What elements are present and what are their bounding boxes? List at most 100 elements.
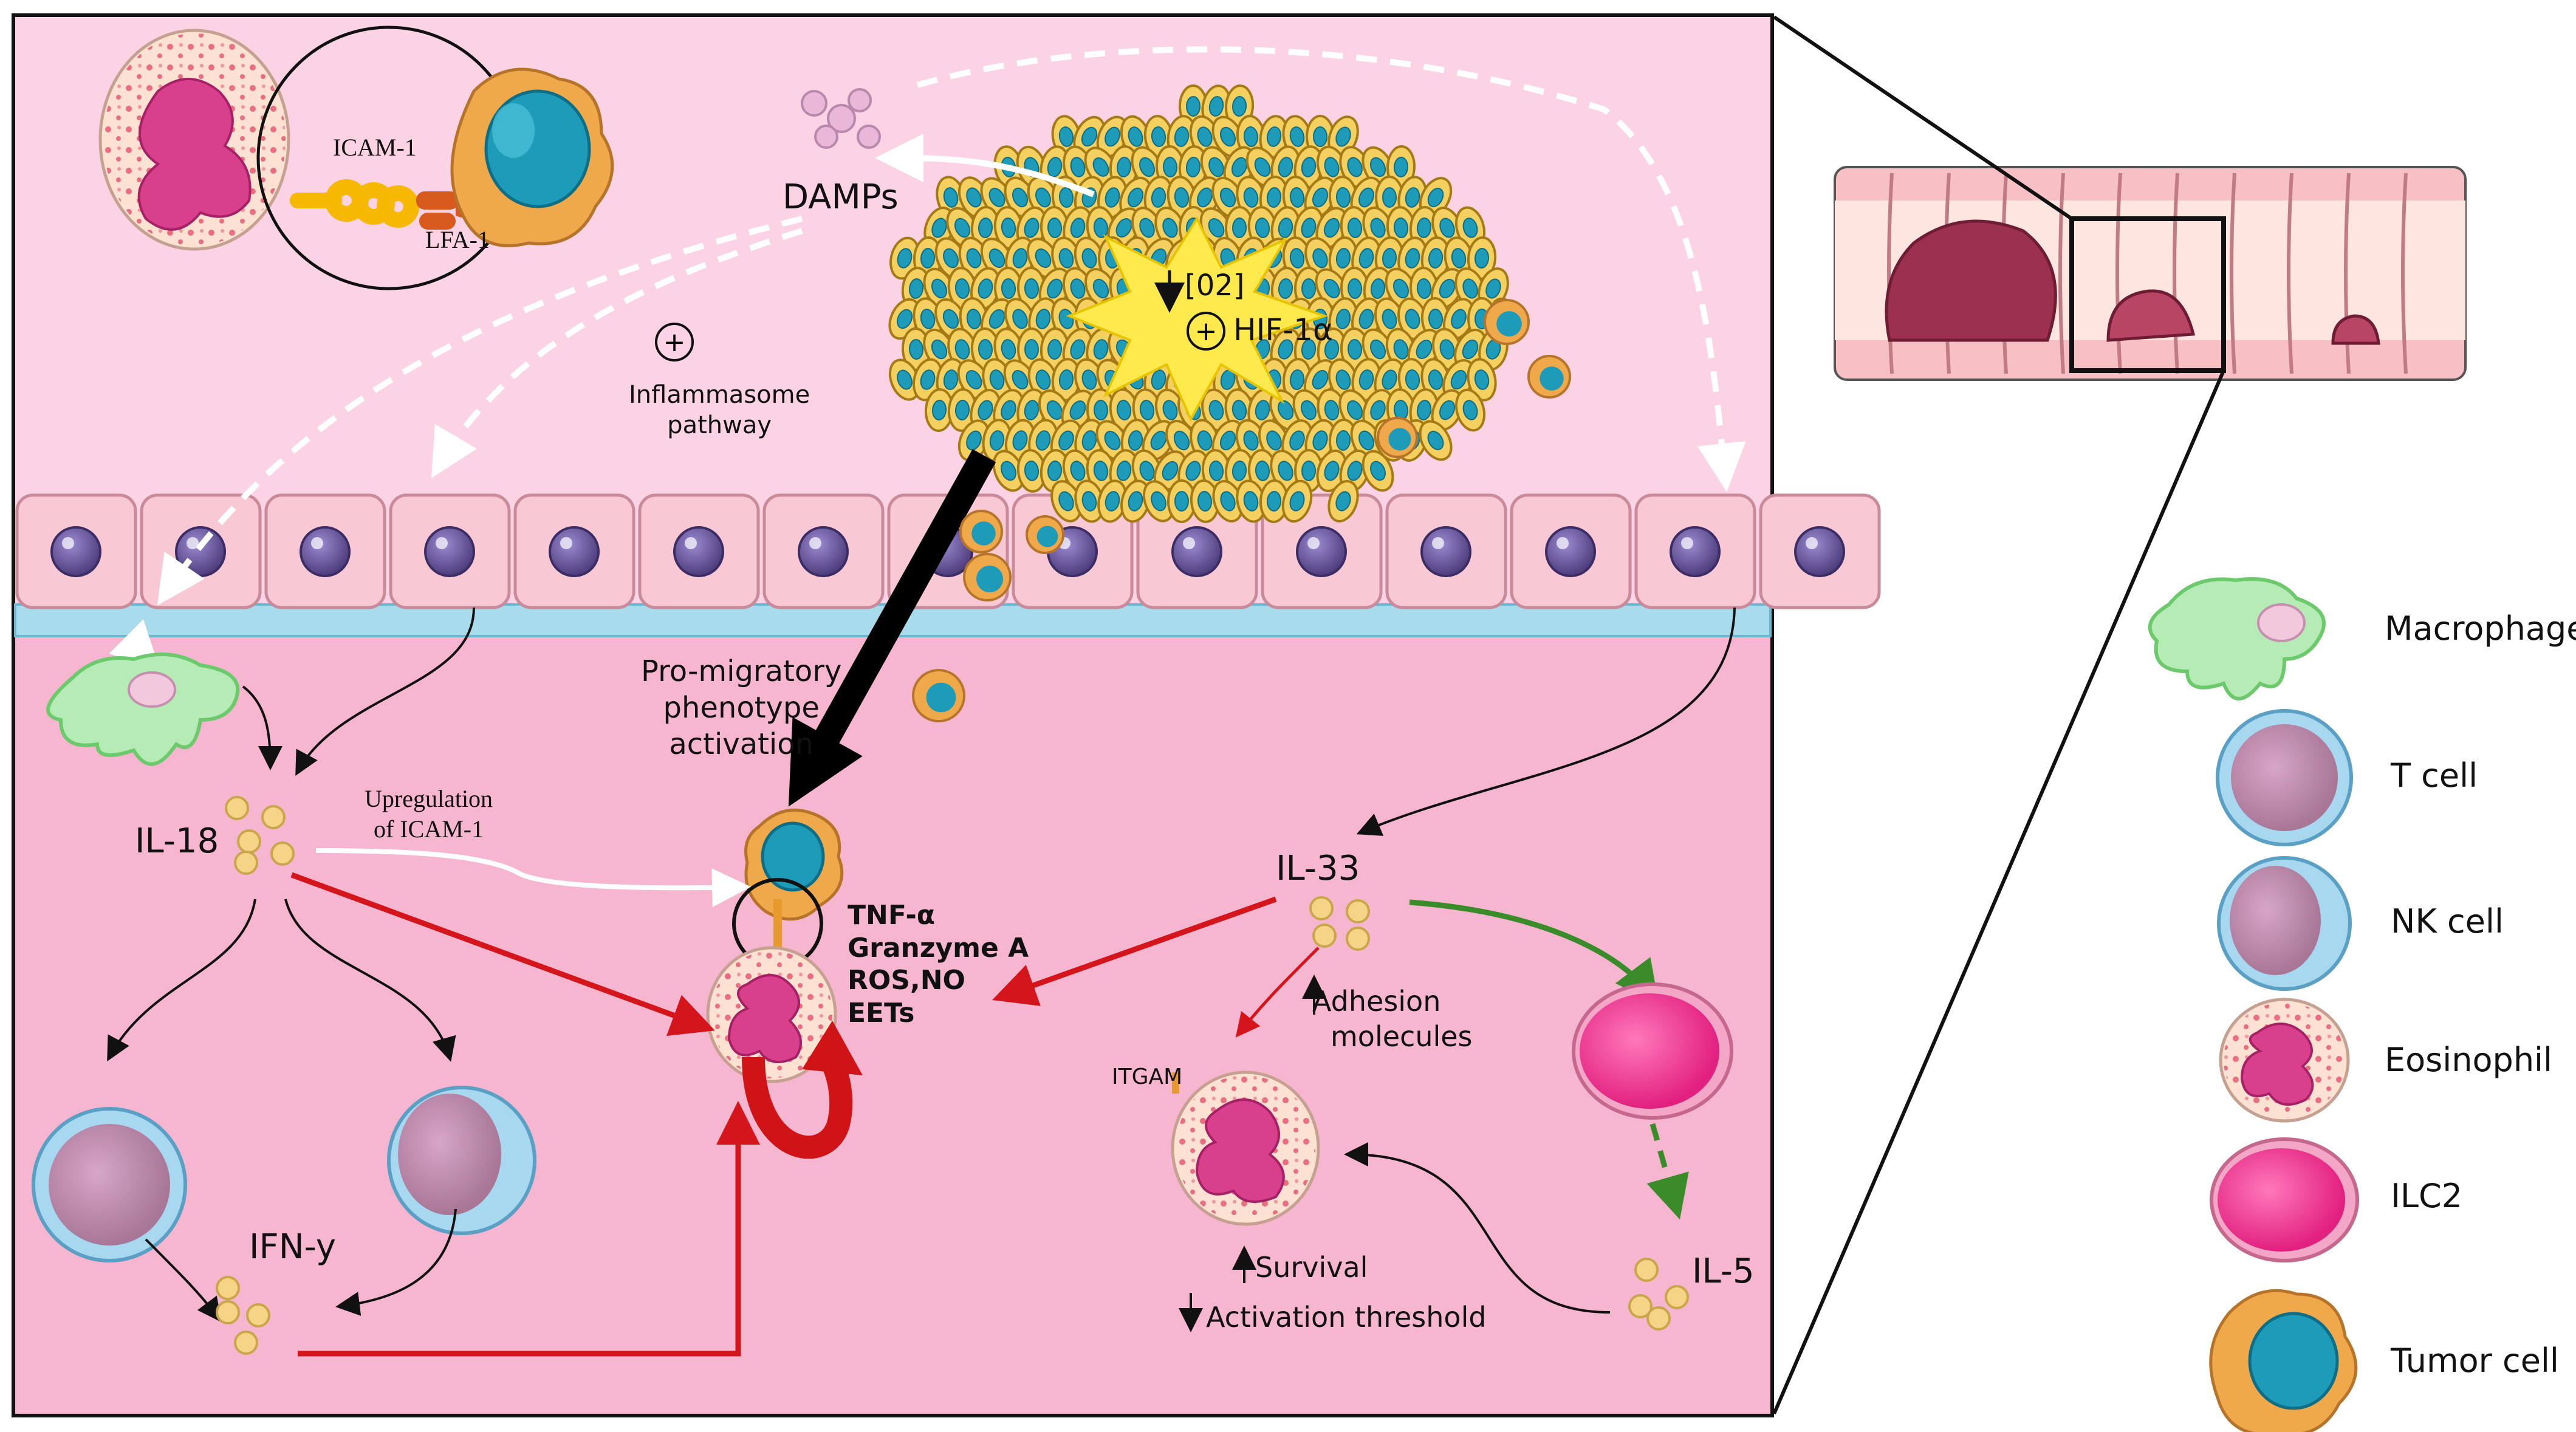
damps-particles xyxy=(801,88,881,149)
il33-to-ilc2-arrow xyxy=(1409,899,1659,1005)
tumor-cell xyxy=(1016,449,1047,493)
adhesion-label-line1: Adhesion xyxy=(1312,985,1441,1018)
legend-nkcell-icon xyxy=(2217,856,2352,991)
il18-label: IL-18 xyxy=(135,821,219,861)
nk-cell-lower xyxy=(387,1086,536,1235)
il18-to-tcell-arrow xyxy=(107,899,256,1062)
tumor-cell xyxy=(1397,358,1428,402)
tumor-cell xyxy=(1327,480,1359,522)
il33-inhibit-arrow xyxy=(992,896,1277,1006)
effector-item: EETs xyxy=(848,998,915,1029)
tumor-cell xyxy=(1419,420,1453,461)
legend-ilc2-icon xyxy=(2210,1137,2359,1262)
effector-list: TNF-α Granzyme A ROS,NO EETs xyxy=(848,899,1029,1030)
colon-fold-line xyxy=(2230,173,2236,374)
eosinophil-inset xyxy=(98,29,290,251)
effector-item: ROS,NO xyxy=(848,965,965,996)
epithelial-cell xyxy=(15,493,137,609)
colon-fold-line xyxy=(1887,173,1894,374)
epithelial-cell xyxy=(389,493,511,609)
autocrine-loop-arrow xyxy=(742,1057,853,1159)
tumor-cell xyxy=(1190,479,1220,523)
il33-label: IL-33 xyxy=(1276,849,1360,888)
autocrine-loop-arrowhead xyxy=(802,1021,863,1075)
epithelial-cell xyxy=(264,493,386,609)
zoom-line-top xyxy=(1773,15,2073,221)
colon-fold-line xyxy=(2401,173,2408,374)
il5-to-eosinophil-arrow xyxy=(1344,1142,1611,1314)
adhesion-label: Adhesion molecules xyxy=(1312,984,1473,1054)
migrating-tumor-cell xyxy=(1527,355,1571,399)
epithelial-cell xyxy=(638,493,760,609)
effector-item: TNF-α xyxy=(848,900,936,931)
legend-label-macrophage: Macrophage xyxy=(2385,609,2576,648)
migrating-tumor-cell xyxy=(912,669,965,722)
o2-label: [02] xyxy=(1185,269,1245,303)
inflammasome-label: Inflammasome pathway xyxy=(629,380,810,440)
hif-plus-icon xyxy=(1187,312,1225,351)
colon-zoom-box xyxy=(2069,216,2226,373)
legend-label-ilc2: ILC2 xyxy=(2391,1177,2463,1215)
il18-to-nkcell-arrow xyxy=(284,899,456,1062)
tumor-cell xyxy=(1362,450,1394,492)
tumor-cell xyxy=(1224,206,1255,250)
il33-to-itgam-arrow xyxy=(1235,947,1320,1038)
il5-granules xyxy=(1628,1258,1689,1331)
survival-label: Survival xyxy=(1255,1251,1368,1284)
tumor-cell xyxy=(1028,419,1058,462)
tumor-cell xyxy=(1086,449,1116,493)
tumor-cell xyxy=(1259,479,1289,523)
promigratory-label-line1: Pro-migratory xyxy=(641,654,842,688)
inflammasome-label-line2: pathway xyxy=(667,411,772,439)
il18-granules xyxy=(225,796,295,875)
epithelium-to-il33-arrow xyxy=(1356,607,1736,836)
icam1-label: ICAM-1 xyxy=(333,134,417,161)
inflammasome-label-line1: Inflammasome xyxy=(629,381,810,409)
damps-label: DAMPs xyxy=(783,177,899,217)
tumor-cell xyxy=(1454,388,1486,432)
epithelial-cell xyxy=(140,493,262,609)
tumor-cell xyxy=(1165,420,1198,461)
il33-granules xyxy=(1309,896,1370,951)
epithelial-cell xyxy=(1510,493,1632,609)
migrating-tumor-cell xyxy=(1377,417,1418,458)
ilc2-cell-lower xyxy=(1572,982,1733,1120)
tumor-to-damps-arrow xyxy=(875,134,1095,197)
tumor-cell xyxy=(1201,388,1231,432)
legend-label-tumor: Tumor cell xyxy=(2391,1341,2559,1380)
upregulation-label: Upregulation of ICAM-1 xyxy=(365,784,493,844)
upregulation-label-line1: Upregulation xyxy=(365,785,493,812)
colon-fold-line xyxy=(2115,173,2122,374)
migrating-tumor-cells xyxy=(912,299,1571,722)
colon-fold-line xyxy=(2058,173,2065,374)
adhesion-label-line2: molecules xyxy=(1331,1019,1473,1053)
tumor-cell xyxy=(1281,479,1313,523)
epithelium-to-il18-arrow xyxy=(295,607,475,776)
ifn-granules xyxy=(216,1276,270,1355)
tumor-cell xyxy=(1386,206,1416,250)
zoom-line-bottom xyxy=(1772,369,2225,1415)
upregulation-label-line2: of ICAM-1 xyxy=(373,815,484,843)
tumor-cell xyxy=(1050,480,1082,522)
legend-label-eosinophil: Eosinophil xyxy=(2385,1041,2553,1079)
epithelial-cell xyxy=(1136,493,1258,609)
legend xyxy=(2148,577,2359,1432)
promigratory-arrow xyxy=(788,449,996,807)
legend-label-nkcell: NK cell xyxy=(2391,902,2504,940)
colon-inset xyxy=(1834,166,2467,381)
tumor-cell xyxy=(1467,358,1497,402)
adhesion-inset xyxy=(98,26,614,290)
migrating-tumor-cell xyxy=(1484,299,1530,345)
inflammasome-plus-icon xyxy=(655,323,694,361)
tumor-cell xyxy=(1259,115,1289,159)
ifny-label: IFN-y xyxy=(249,1227,336,1267)
tumor-cell xyxy=(1142,480,1175,522)
il18-inhibit-arrow xyxy=(290,872,715,1036)
damps-arrows xyxy=(109,46,1746,671)
lower-eosinophil xyxy=(1171,1071,1320,1226)
colon-fold-line xyxy=(2287,173,2293,374)
effector-item: Granzyme A xyxy=(848,932,1029,964)
legend-tumor-icon xyxy=(2209,1289,2358,1432)
il5-label: IL-5 xyxy=(1692,1252,1755,1291)
activation-threshold-label: Activation threshold xyxy=(1206,1301,1487,1334)
